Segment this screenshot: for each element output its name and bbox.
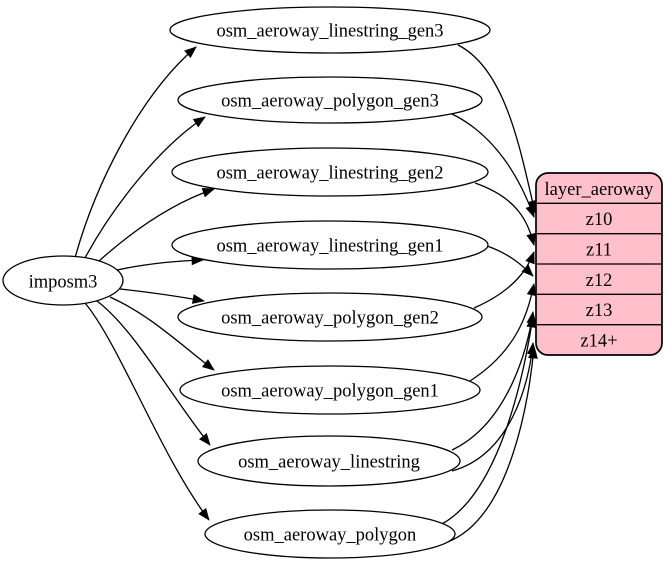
- edge-imposm3-to-polygon: [84, 302, 210, 521]
- edge-imposm3-to-polygon-gen2: [119, 288, 205, 304]
- edge-linestring-gen2-to-z11: [474, 182, 536, 246]
- edge-imposm3-to-linestring-gen2: [98, 187, 215, 262]
- edge-imposm3-to-polygon-gen1: [109, 296, 215, 371]
- edge-imposm3-to-linestring-gen3: [74, 46, 197, 259]
- edge-polygon-gen3-to-z10: [451, 113, 535, 218]
- edge-polygon-to-z13: [441, 315, 537, 525]
- imposm3-ellipse: [2, 255, 124, 306]
- edge-imposm3-to-linestring-gen1: [116, 255, 204, 271]
- table-node-osm-aeroway-linestring-gen3: osm_aeroway_linestring_gen3: [169, 6, 491, 54]
- table-ellipse: [179, 365, 481, 415]
- imposm3-label: imposm3: [29, 272, 98, 292]
- table-ellipse: [177, 292, 483, 342]
- table-ellipse: [197, 435, 461, 487]
- table-label: osm_aeroway_linestring_gen2: [216, 163, 443, 183]
- table-ellipse: [169, 6, 491, 54]
- layer-row-z12: z12: [586, 271, 613, 291]
- table-ellipse: [204, 509, 456, 559]
- table-label: osm_aeroway_polygon_gen3: [221, 91, 439, 111]
- layer-node-layer-aeroway: layer_aeroway z10 z11 z12 z13 z14+: [535, 172, 663, 356]
- table-node-osm-aeroway-linestring-gen1: osm_aeroway_linestring_gen1: [171, 220, 489, 270]
- table-label: osm_aeroway_linestring_gen3: [216, 21, 443, 41]
- edges-source-to-tables: [74, 46, 215, 521]
- table-label: osm_aeroway_polygon_gen2: [221, 308, 439, 328]
- table-ellipse: [171, 147, 489, 197]
- edges-tables-to-layer: [441, 44, 538, 544]
- table-ellipse: [177, 76, 483, 124]
- table-label: osm_aeroway_linestring_gen1: [216, 236, 443, 256]
- edge-linestring-gen3-to-z10: [457, 44, 538, 213]
- edge-linestring-to-z13: [451, 311, 537, 451]
- table-label: osm_aeroway_linestring: [238, 452, 420, 472]
- table-node-osm-aeroway-linestring: osm_aeroway_linestring: [197, 435, 461, 487]
- edge-linestring-gen1-to-z12: [486, 245, 534, 277]
- edge-imposm3-to-polygon-gen3: [84, 116, 206, 259]
- edge-polygon-to-z14: [444, 346, 538, 544]
- table-node-osm-aeroway-polygon-gen1: osm_aeroway_polygon_gen1: [179, 365, 481, 415]
- layer-row-z14plus: z14+: [580, 331, 617, 351]
- edge-polygon-gen1-to-z12: [469, 283, 537, 382]
- table-node-osm-aeroway-linestring-gen2: osm_aeroway_linestring_gen2: [171, 147, 489, 197]
- table-node-osm-aeroway-polygon: osm_aeroway_polygon: [204, 509, 456, 559]
- layer-row-z13: z13: [586, 301, 613, 321]
- table-node-osm-aeroway-polygon-gen2: osm_aeroway_polygon_gen2: [177, 292, 483, 342]
- layer-row-z11: z11: [586, 240, 612, 260]
- table-label: osm_aeroway_polygon_gen1: [221, 381, 439, 401]
- edge-polygon-gen2-to-z11: [473, 251, 535, 309]
- edge-imposm3-to-linestring: [96, 300, 211, 446]
- table-node-osm-aeroway-polygon-gen3: osm_aeroway_polygon_gen3: [177, 76, 483, 124]
- source-node-imposm3: imposm3: [2, 255, 124, 306]
- edge-linestring-to-z14: [451, 342, 537, 472]
- table-label: osm_aeroway_polygon: [244, 525, 417, 545]
- table-ellipse: [171, 220, 489, 270]
- layer-header-label: layer_aeroway: [545, 180, 655, 200]
- layer-row-z10: z10: [586, 210, 613, 230]
